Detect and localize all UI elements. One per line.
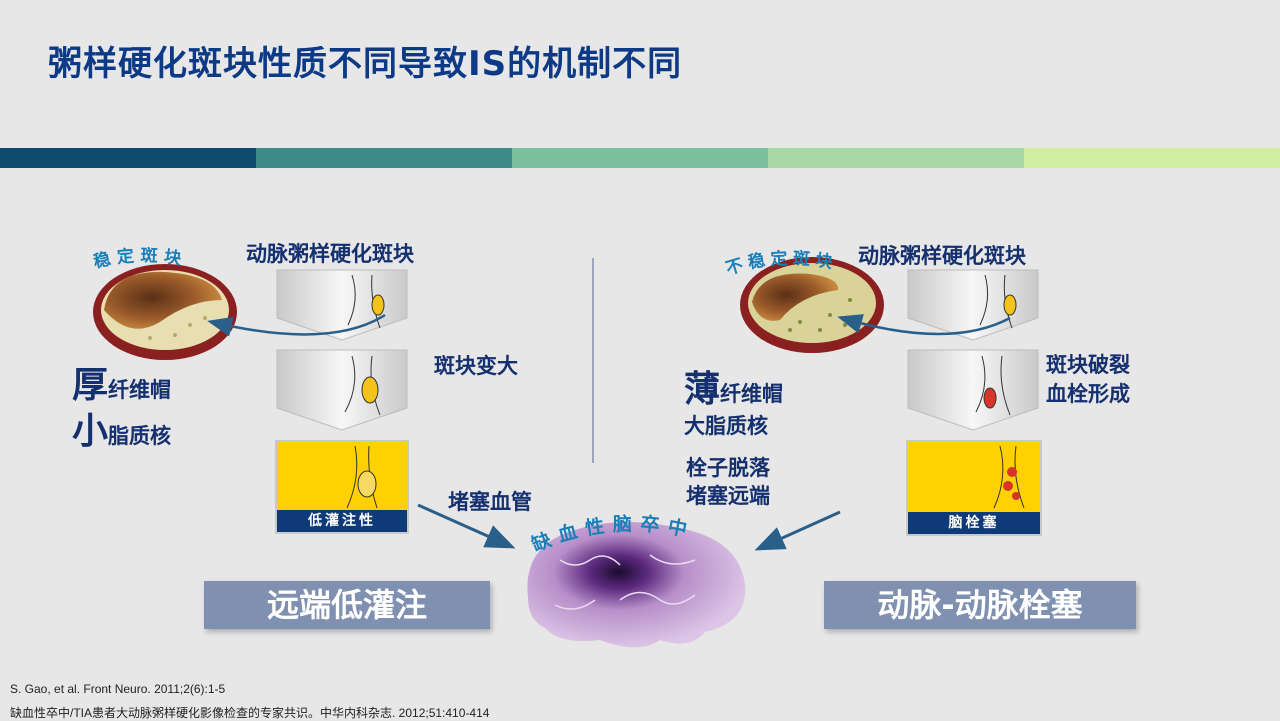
stripe-segment-4 [768,148,1024,168]
left-chevron-2 [276,349,408,431]
right-panel-tag: 脑栓塞 [908,512,1040,534]
left-chevron-1 [276,269,408,341]
left-feature-2: 小脂质核 [72,402,171,454]
left-feature-2-emphasis: 小 [72,411,109,452]
color-stripe [0,148,1280,168]
left-yellow-panel: 低灌注性 [275,440,409,534]
stripe-segment-2 [256,148,512,168]
left-feature-1: 厚纤维帽 [72,356,171,408]
left-panel-tag: 低灌注性 [277,510,407,532]
left-step3-caption: 堵塞血管 [448,490,532,514]
right-result-box: 动脉-动脉栓塞 [824,581,1136,629]
right-step2-caption-2: 血栓形成 [1046,382,1130,406]
right-feature-2: 大脂质核 [684,414,768,438]
right-top-caption: 动脉粥样硬化斑块 [858,244,1026,268]
left-feature-2-text: 脂质核 [108,424,172,448]
left-arrow-to-brain [417,503,516,549]
left-feature-1-emphasis: 厚 [72,365,109,406]
left-step2-caption: 斑块变大 [434,354,518,378]
stripe-segment-3 [512,148,768,168]
right-curved-arrow [837,314,1011,336]
slide-title: 粥样硬化斑块性质不同导致IS的机制不同 [48,44,683,84]
stripe-segment-1 [0,148,256,168]
right-chevron-2 [907,349,1039,431]
right-step2-caption-1: 斑块破裂 [1046,353,1130,377]
left-result-box: 远端低灌注 [204,581,490,629]
left-top-caption: 动脉粥样硬化斑块 [246,242,414,266]
right-chevron-1 [907,269,1039,341]
right-plaque-crosssection [740,257,884,353]
footnote-reference-1: S. Gao, et al. Front Neuro. 2011;2(6):1-… [10,682,226,696]
right-panel-vessel [993,445,1025,509]
left-curved-arrow [207,313,386,337]
brain-illustration [527,521,746,648]
left-plaque-crosssection [93,264,237,360]
center-divider [592,258,594,463]
right-feature-3-line1: 栓子脱落 [686,456,770,480]
footnote-reference-2: 缺血性卒中/TIA患者大动脉粥样硬化影像检查的专家共识。中华内科杂志. 2012… [10,706,490,720]
left-panel-vessel [346,445,378,509]
right-feature-1-text: 纤维帽 [720,382,784,406]
right-yellow-panel: 脑栓塞 [906,440,1042,536]
stripe-segment-5 [1024,148,1280,168]
right-feature-1-emphasis: 薄 [684,369,721,410]
right-arrow-to-brain [754,510,841,551]
left-feature-1-text: 纤维帽 [108,378,172,402]
right-feature-3-line2: 堵塞远端 [686,484,770,508]
right-feature-1: 薄纤维帽 [684,360,783,412]
